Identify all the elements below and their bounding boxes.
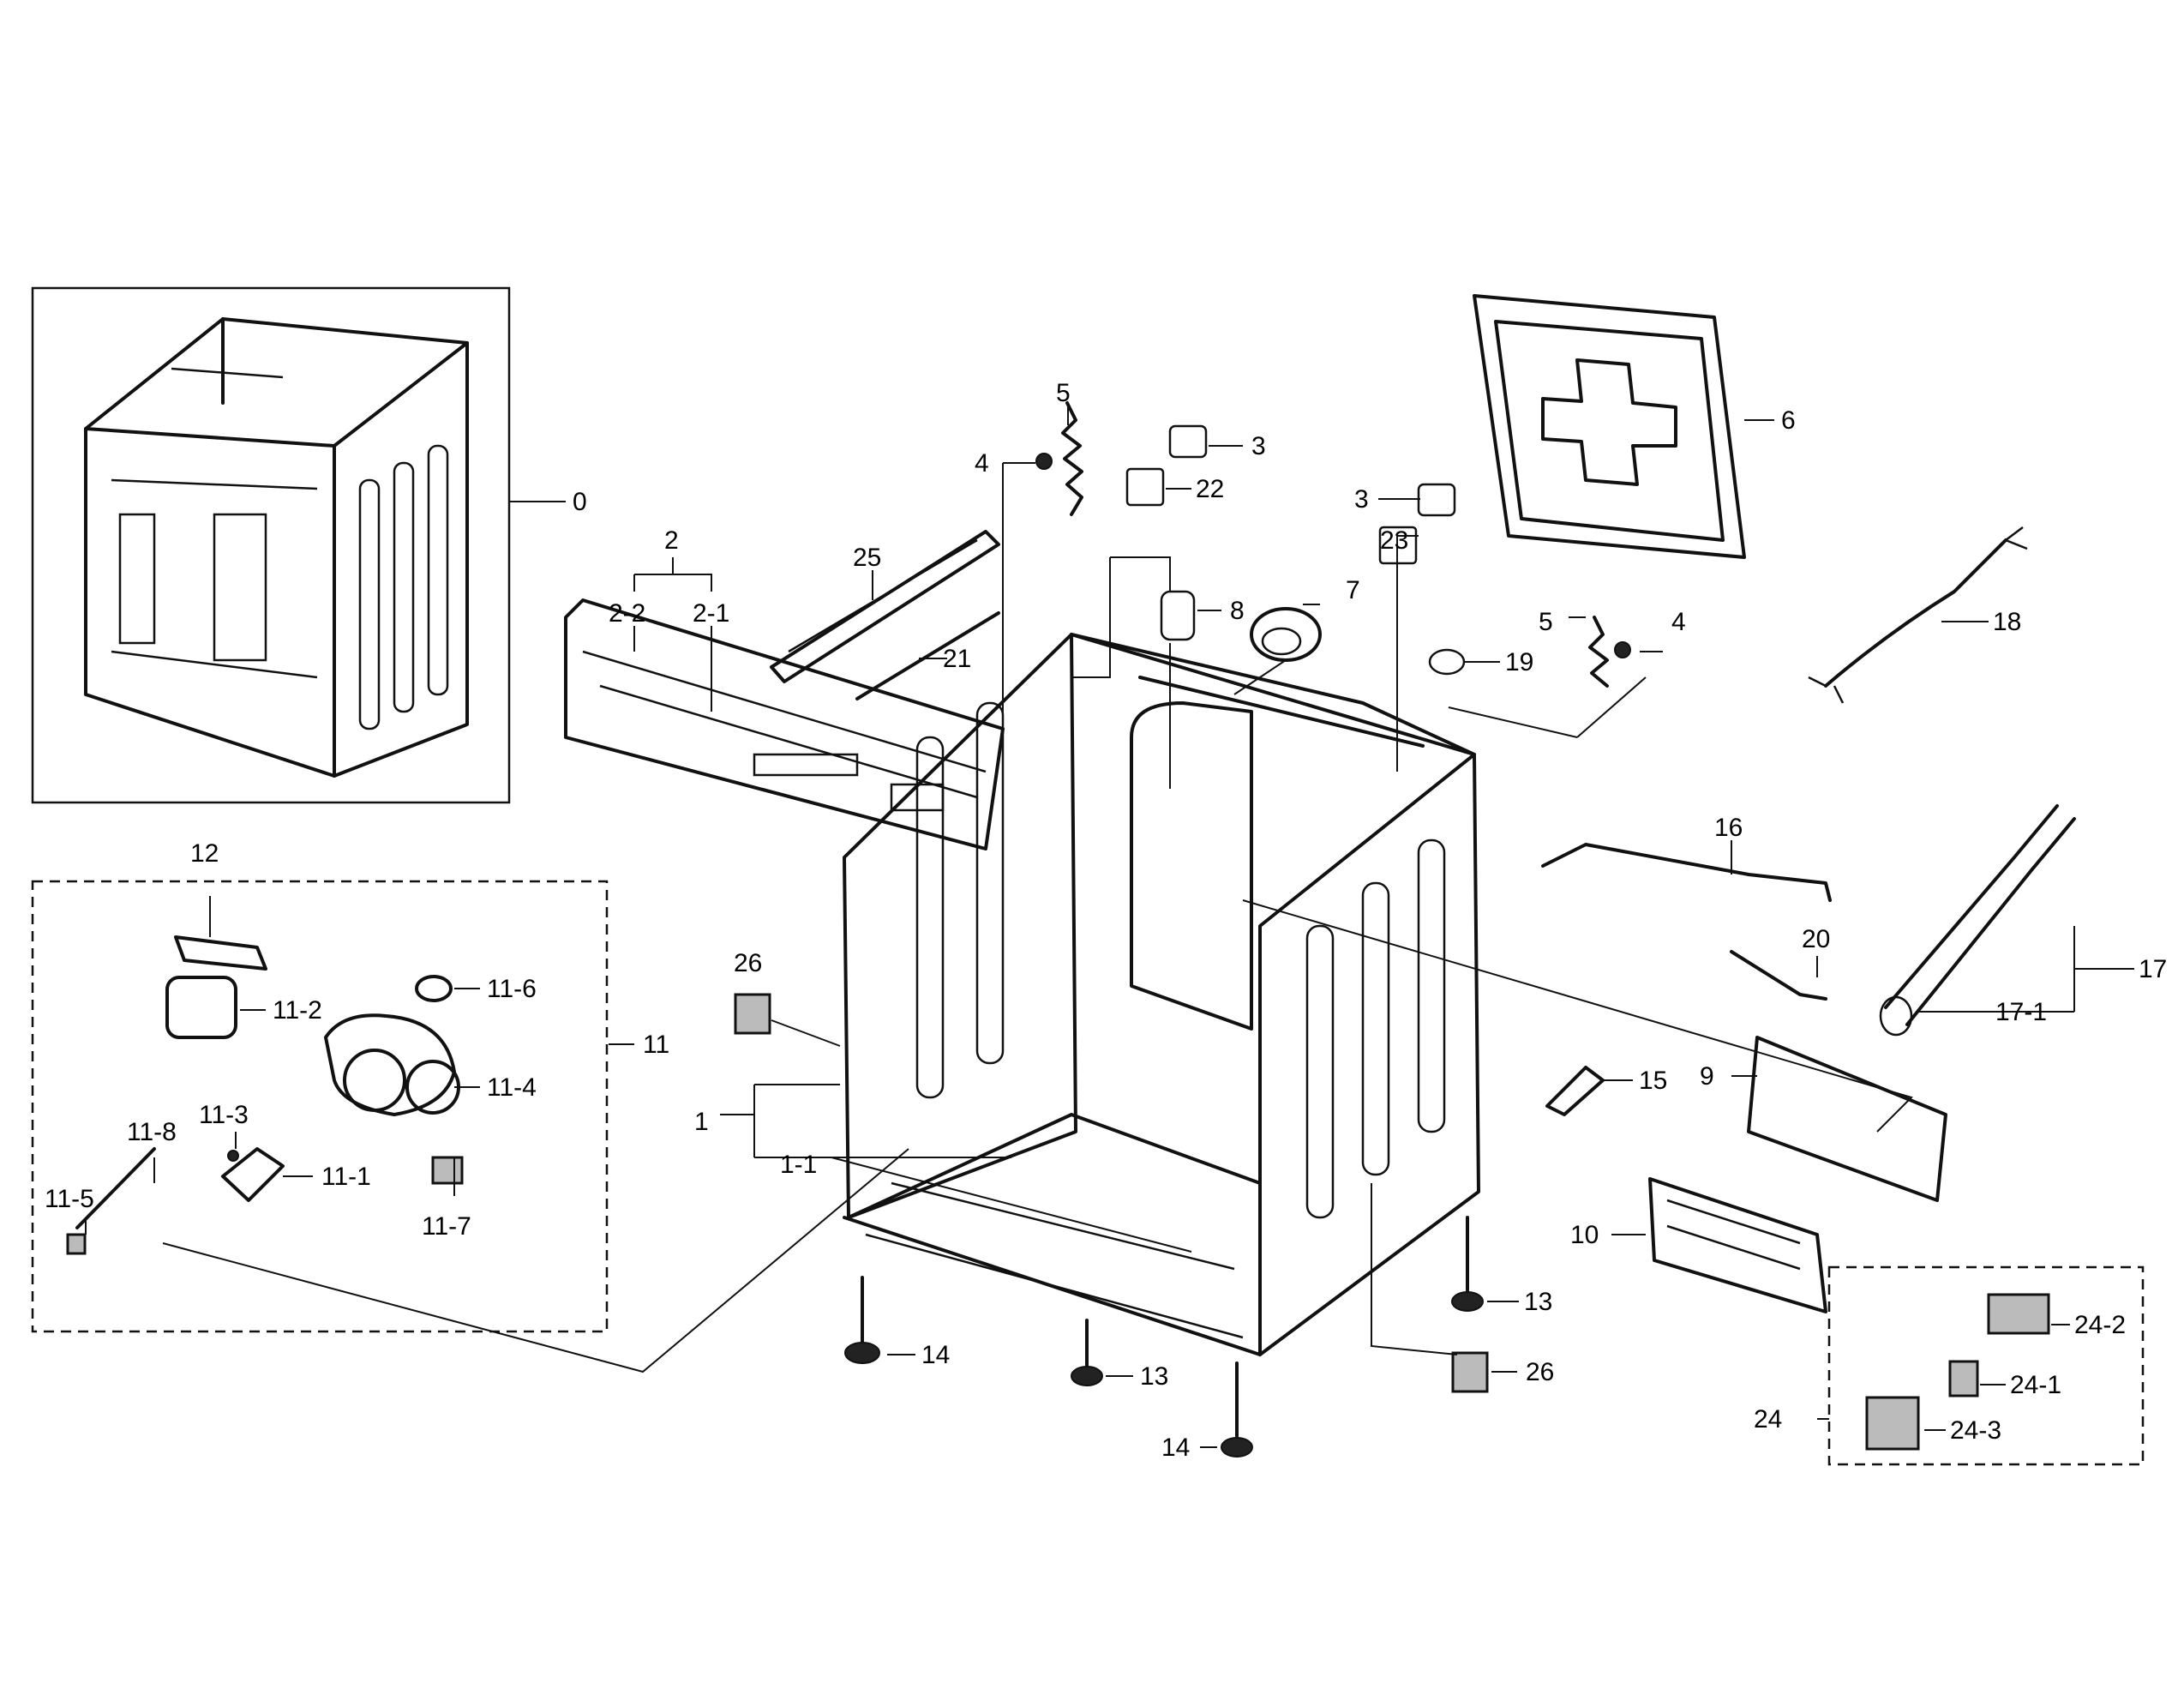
callout-6: 6 xyxy=(1781,406,1796,435)
callout-5: 5 xyxy=(1539,608,1553,636)
callout-11-6: 11-6 xyxy=(487,975,537,1003)
callout-10: 10 xyxy=(1570,1221,1599,1249)
callout-25: 25 xyxy=(853,544,881,572)
motor-cap xyxy=(1160,590,1196,641)
power-cord xyxy=(1730,950,1827,1001)
pcb-assembly xyxy=(1648,1177,1827,1313)
callout-11-2: 11-2 xyxy=(273,996,322,1025)
clip-26 xyxy=(734,993,771,1035)
callout-11-7: 11-7 xyxy=(422,1212,471,1241)
callout-11: 11 xyxy=(643,1031,669,1059)
clip-26 xyxy=(1451,1351,1489,1393)
callout-13: 13 xyxy=(1140,1362,1168,1391)
callout-1-1: 1-1 xyxy=(780,1151,817,1179)
spring xyxy=(1588,616,1609,688)
callout-17: 17 xyxy=(2139,955,2167,983)
callout-9: 9 xyxy=(1700,1062,1714,1091)
callout-20: 20 xyxy=(1802,925,1830,953)
callout-11-1: 11-1 xyxy=(321,1163,371,1191)
callout-4: 4 xyxy=(975,449,989,478)
callout-7: 7 xyxy=(1346,576,1360,604)
callout-2-1: 2-1 xyxy=(693,599,729,628)
callout-3: 3 xyxy=(1354,485,1369,514)
switch-24-2 xyxy=(1987,1293,2050,1335)
callout-21: 21 xyxy=(943,645,971,673)
callout-labels: 0 1 1-1 2 2-1 2-2 3 3 4 4 5 5 6 7 8 9 10… xyxy=(45,379,2167,1462)
callout-13: 13 xyxy=(1524,1288,1552,1316)
callout-14: 14 xyxy=(921,1341,950,1369)
leveling-feet xyxy=(844,1216,1484,1458)
wire-harness xyxy=(1824,538,2007,688)
callout-24-3: 24-3 xyxy=(1950,1416,2001,1445)
clip xyxy=(1428,648,1466,676)
callout-14: 14 xyxy=(1161,1434,1190,1462)
sensor-valve xyxy=(1545,1066,1605,1116)
pump-parts xyxy=(66,935,464,1255)
tub-cover xyxy=(1473,294,1746,559)
damper-plate xyxy=(1125,467,1165,507)
callout-0: 0 xyxy=(573,488,587,516)
callout-11-5: 11-5 xyxy=(45,1185,94,1213)
callout-24-2: 24-2 xyxy=(2074,1311,2126,1339)
switch-24-3 xyxy=(1865,1396,1920,1451)
bracket-plate xyxy=(1417,483,1456,517)
callout-5: 5 xyxy=(1056,379,1071,407)
switch-group-box xyxy=(1827,1265,2145,1466)
callout-12: 12 xyxy=(190,839,219,868)
callout-11-8: 11-8 xyxy=(127,1118,177,1146)
leader-lines xyxy=(85,403,2134,1448)
callout-19: 19 xyxy=(1505,648,1533,676)
callout-16: 16 xyxy=(1714,814,1743,842)
callout-17-1: 17-1 xyxy=(1995,998,2047,1026)
callout-23: 23 xyxy=(1380,526,1408,555)
callout-11-4: 11-4 xyxy=(487,1073,537,1102)
pcb-cover xyxy=(1747,1036,1947,1202)
callout-1: 1 xyxy=(694,1108,709,1136)
callout-15: 15 xyxy=(1639,1067,1667,1095)
callout-18: 18 xyxy=(1993,608,2021,636)
callout-24-1: 24-1 xyxy=(2010,1371,2061,1399)
pump-group-box xyxy=(31,880,609,1333)
assembly-inset xyxy=(31,286,511,804)
drain-hose xyxy=(1884,804,2059,1009)
switch-24-1 xyxy=(1948,1360,1979,1397)
callout-24: 24 xyxy=(1754,1405,1782,1434)
rod xyxy=(855,611,1000,700)
cabinet-frame xyxy=(843,633,1480,1356)
callout-2-2: 2-2 xyxy=(609,599,645,628)
bracket-plate xyxy=(1168,424,1208,459)
callout-11-3: 11-3 xyxy=(199,1101,249,1129)
callout-2: 2 xyxy=(664,526,679,555)
callout-8: 8 xyxy=(1230,597,1245,625)
callout-4: 4 xyxy=(1671,608,1686,636)
spring xyxy=(1061,401,1083,516)
sensor xyxy=(1541,843,1832,902)
callout-3: 3 xyxy=(1251,432,1266,460)
ring xyxy=(1250,607,1322,662)
top-frame xyxy=(564,598,1005,851)
callout-26: 26 xyxy=(1526,1358,1554,1386)
callout-22: 22 xyxy=(1196,475,1224,503)
callout-26: 26 xyxy=(734,949,762,977)
